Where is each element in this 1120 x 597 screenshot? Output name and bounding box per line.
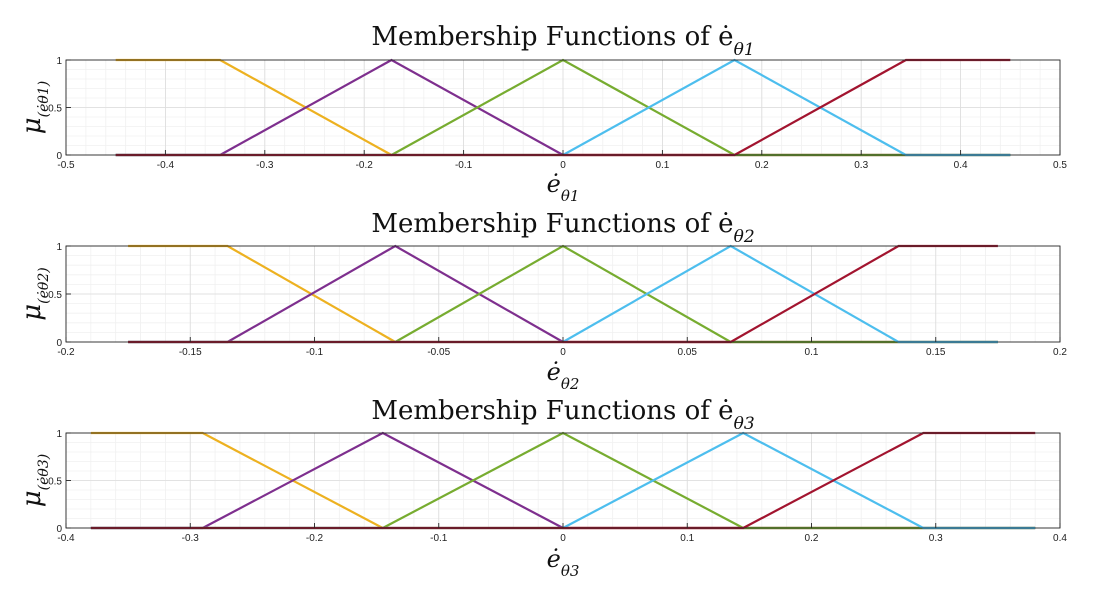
y-tick-label: 1 [56,429,62,440]
x-tick-label: -0.1 [430,533,448,544]
y-tick-label: 0 [56,338,62,349]
x-tick-label: 0.05 [678,347,698,358]
chart-panel-2: -0.2 -0.15 -0.1 -0.05 0 0.05 0.1 0.15 0.2 0 0.5 1 Me… [17,209,1067,393]
y-tick-label: 0.5 [48,290,62,301]
x-axis-label: ėθ3 [547,545,580,580]
chart-panel-3: -0.4 -0.3 -0.2 -0.1 0 0.1 0.2 0.3 0.4 0 0.5 1 Member… [17,396,1067,580]
y-tick-label: 0.5 [48,104,62,115]
x-tick-label: 0 [560,347,566,358]
y-tick-label: 0 [56,151,62,162]
x-tick-label: 0.1 [655,160,669,171]
x-tick-label: 0.2 [1053,347,1067,358]
y-tick-label: 1 [56,56,62,67]
x-tick-label: -0.5 [57,160,75,171]
chart-title: Membership Functions of ėθ2 [371,209,754,247]
y-tick-label: 0.5 [48,477,62,488]
y-axis-label: μ(ėθ3) [17,454,52,507]
x-axis-label: ėθ1 [547,170,580,205]
y-axis-label: μ(ėθ1) [17,81,52,134]
x-tick-label: 0.3 [929,533,943,544]
x-tick-label: 0.1 [680,533,694,544]
x-tick-label: -0.05 [427,347,450,358]
x-tick-label: 0.4 [1053,533,1067,544]
y-axis-label-group: μ(ėθ1) [17,81,52,134]
x-tick-label: 0.2 [805,533,819,544]
x-tick-label: 0 [560,160,566,171]
y-axis-label-group: μ(ėθ3) [17,454,52,507]
x-tick-label: -0.4 [57,533,75,544]
x-tick-label: 0 [560,533,566,544]
chart-panel-1: -0.5 -0.4 -0.3 -0.2 -0.1 0 0.1 0.2 0.3 0.4 0.5 0 0.5… [17,22,1067,205]
x-tick-label: 0.15 [926,347,946,358]
y-axis-label: μ(ėθ2) [17,267,52,320]
x-tick-label: -0.1 [455,160,473,171]
x-tick-label: 0.4 [954,160,968,171]
x-tick-label: -0.2 [356,160,374,171]
x-axis-label: ėθ2 [547,358,580,393]
x-tick-label: -0.1 [306,347,324,358]
x-tick-label: 0.5 [1053,160,1067,171]
x-tick-label: -0.15 [179,347,202,358]
y-tick-label: 0 [56,524,62,535]
x-tick-label: -0.4 [157,160,175,171]
x-tick-label: 0.2 [755,160,769,171]
x-tick-label: -0.2 [306,533,324,544]
y-tick-label: 1 [56,242,62,253]
chart-title: Membership Functions of ėθ1 [371,22,754,60]
x-tick-label: 0.3 [854,160,868,171]
x-tick-label: -0.2 [57,347,75,358]
y-axis-label-group: μ(ėθ2) [17,267,52,320]
chart-title: Membership Functions of ėθ3 [371,396,754,434]
x-tick-label: 0.1 [805,347,819,358]
x-tick-label: -0.3 [256,160,274,171]
x-tick-label: -0.3 [182,533,200,544]
